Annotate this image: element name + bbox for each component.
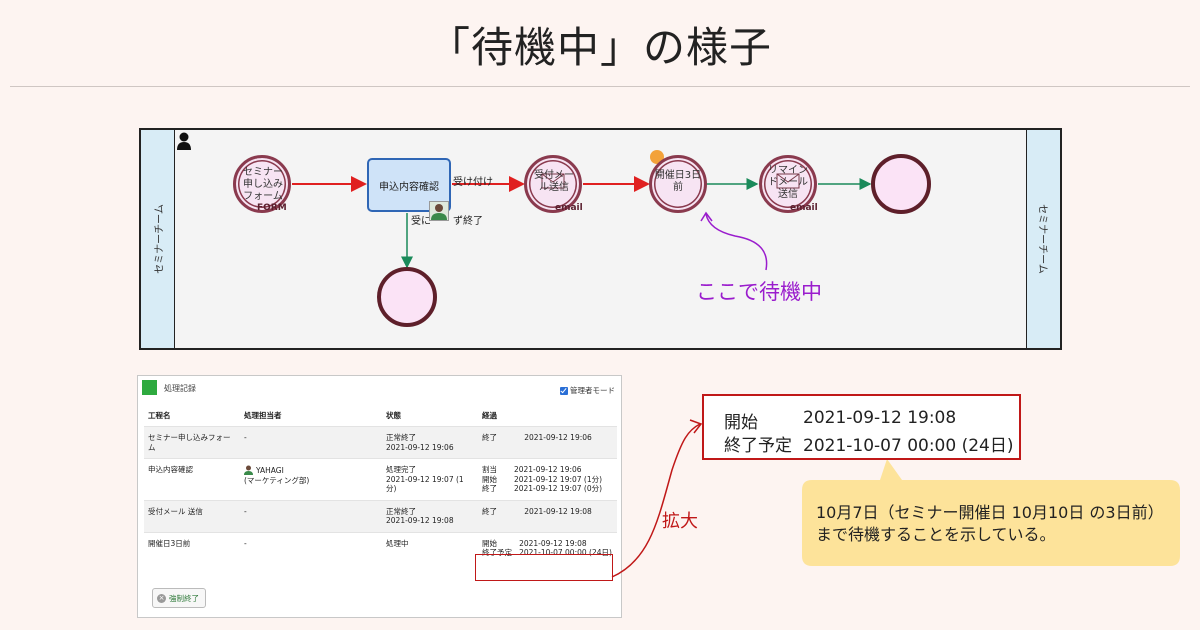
cell-state: 処理中: [382, 531, 478, 564]
mail-icon: [776, 173, 800, 189]
cell-assignee: -: [240, 531, 382, 564]
panel-title: 処理記録: [164, 384, 196, 393]
swimlane-right: セミナーチーム: [1026, 130, 1060, 348]
process-record-panel: 処理記録 管理者モード 工程名 処理担当者 状態 経過 セミナー申し込みフォーム…: [137, 375, 622, 618]
node-form-sub: FORM: [257, 203, 287, 213]
panel-icon: [142, 380, 157, 395]
waiting-callout: ここで待機中: [696, 280, 822, 304]
panel-header: 処理記録 管理者モード: [138, 376, 621, 398]
assignee-avatar: [429, 201, 449, 221]
force-end-label: 強制終了: [169, 593, 199, 603]
node-end-reject[interactable]: [377, 267, 437, 327]
node-form-start[interactable]: [233, 155, 291, 213]
node-end-main[interactable]: [871, 154, 931, 214]
admin-mode-label: 管理者モード: [570, 386, 615, 395]
node-mail-label: 受付メール送信: [534, 170, 574, 193]
admin-mode-toggle[interactable]: 管理者モード: [560, 385, 615, 396]
swimlane-left: セミナーチーム: [141, 130, 175, 348]
node-mail-send[interactable]: [524, 155, 582, 213]
node-remind-label: リマインドメール送信: [768, 165, 808, 200]
cell-assignee: YAHAGI (マーケティング部): [240, 458, 382, 500]
mail-icon: [541, 173, 565, 189]
edge-label-reject-a: 受に: [411, 216, 431, 227]
table-header-row: 工程名 処理担当者 状態 経過: [144, 404, 617, 427]
node-mail-sub: email: [555, 203, 583, 213]
process-diagram: セミナーチーム セミナーチーム セミナー申し込みフォーム FORM 申込内容確認…: [139, 128, 1062, 350]
zoom-label: 拡大: [662, 511, 698, 532]
person-icon: [177, 132, 191, 150]
node-remind-sub: email: [790, 203, 818, 213]
node-form-label: セミナー申し込みフォーム: [243, 167, 283, 202]
cell-assignee: -: [240, 426, 382, 459]
zoom-end-key: 終了予定: [724, 436, 792, 456]
cell-step: セミナー申し込みフォーム: [144, 426, 240, 459]
flow-edges: [292, 176, 872, 271]
col-header-progress: 経過: [482, 410, 497, 420]
page-title: 「待機中」の様子: [427, 23, 772, 72]
col-header-assignee: 処理担当者: [244, 410, 282, 420]
col-header-state: 状態: [386, 410, 401, 420]
force-end-button[interactable]: × 強制終了: [152, 588, 206, 608]
zoom-detail-box: 開始 2021-09-12 19:08 終了予定 2021-10-07 00:0…: [702, 394, 1021, 460]
checkbox-icon[interactable]: [560, 386, 568, 395]
zoom-end-value: 2021-10-07 00:00 (24日): [803, 436, 1014, 456]
zoom-end-row: 終了予定 2021-10-07 00:00 (24日): [724, 431, 1014, 456]
edge-label-reject-b: ず終了: [453, 216, 483, 227]
note-text: 10月7日（セミナー開催日 10月10日 の3日前）まで待機することを示している…: [816, 503, 1156, 544]
zoom-start-row: 開始 2021-09-12 19:08: [724, 408, 956, 433]
user-icon: [244, 465, 253, 475]
node-timer[interactable]: [649, 155, 707, 213]
zoom-connector: [611, 423, 701, 578]
cell-step: 開催日3日前: [144, 531, 240, 564]
edge-label-accept: 受け付け: [453, 177, 493, 188]
node-timer-label: 開催日3日前: [654, 170, 702, 193]
cell-assignee: -: [240, 499, 382, 532]
node-remind-mail[interactable]: [759, 155, 817, 213]
cell-step: 受付メール 送信: [144, 499, 240, 532]
callout-pointer: [705, 213, 768, 271]
task-label: 申込内容確認: [379, 181, 439, 193]
cell-step: 申込内容確認: [144, 458, 240, 500]
zoom-start-key: 開始: [724, 413, 758, 433]
highlight-box: [475, 554, 613, 581]
title-divider: [10, 86, 1190, 87]
close-icon: ×: [157, 593, 166, 603]
zoom-start-value: 2021-09-12 19:08: [803, 408, 957, 428]
col-header-step: 工程名: [148, 410, 171, 420]
